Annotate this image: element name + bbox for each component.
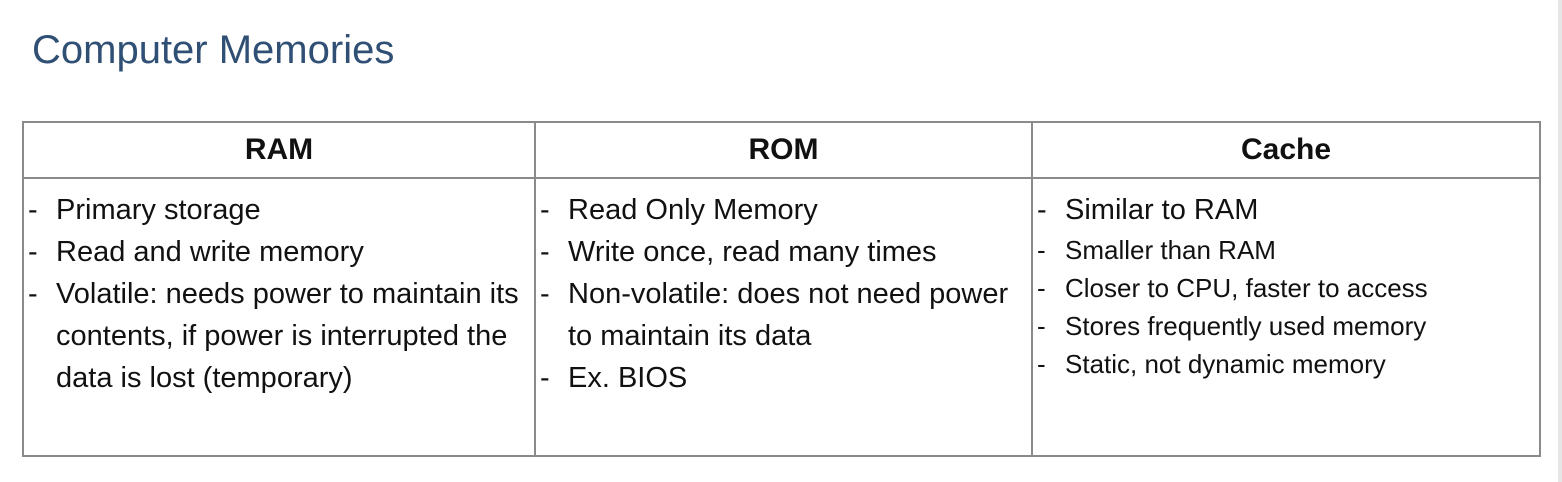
- bullet-dash: -: [1037, 349, 1046, 379]
- point-text: Primary storage: [56, 194, 261, 226]
- bullet-dash: -: [28, 236, 38, 268]
- column-header-ram: RAM: [22, 121, 536, 179]
- point-text: Write once, read many times: [568, 236, 937, 268]
- page-edge: [1558, 0, 1562, 482]
- list-item: -Similar to RAM: [1037, 189, 1535, 231]
- list-item: -Primary storage: [28, 189, 530, 231]
- rom-cell: -Read Only Memory -Write once, read many…: [534, 177, 1033, 457]
- point-text: Static, not dynamic memory: [1065, 349, 1386, 379]
- point-text: Read Only Memory: [568, 194, 818, 226]
- point-text: Read and write memory: [56, 236, 364, 268]
- bullet-dash: -: [28, 194, 38, 226]
- cache-cell: -Similar to RAM -Smaller than RAM -Close…: [1031, 177, 1541, 457]
- bullet-dash: -: [540, 194, 550, 226]
- list-item: -Non-volatile: does not need power to ma…: [540, 273, 1027, 357]
- list-item: -Volatile: needs power to maintain its c…: [28, 273, 530, 399]
- point-text: Stores frequently used memory: [1065, 311, 1427, 341]
- bullet-dash: -: [1037, 194, 1047, 226]
- bullet-dash: -: [1037, 273, 1046, 303]
- list-item: -Read Only Memory: [540, 189, 1027, 231]
- column-header-rom: ROM: [534, 121, 1033, 179]
- list-item: -Closer to CPU, faster to access: [1037, 269, 1535, 307]
- bullet-dash: -: [540, 278, 550, 310]
- table-header-row: RAM ROM Cache: [22, 121, 1541, 179]
- point-text: Non-volatile: does not need power to mai…: [568, 278, 1009, 352]
- bullet-dash: -: [1037, 235, 1046, 265]
- point-text: Volatile: needs power to maintain its co…: [56, 278, 519, 394]
- list-item: -Read and write memory: [28, 231, 530, 273]
- cache-points: -Similar to RAM: [1037, 189, 1535, 231]
- list-item: -Smaller than RAM: [1037, 231, 1535, 269]
- bullet-dash: -: [1037, 311, 1046, 341]
- cache-points-small: -Smaller than RAM -Closer to CPU, faster…: [1037, 231, 1535, 383]
- column-header-cache: Cache: [1031, 121, 1541, 179]
- ram-points: -Primary storage -Read and write memory …: [28, 189, 530, 399]
- point-text: Smaller than RAM: [1065, 235, 1276, 265]
- table-row: -Primary storage -Read and write memory …: [22, 177, 1541, 457]
- memory-comparison-table: RAM ROM Cache -Primary storage -Read and…: [22, 121, 1541, 457]
- list-item: -Write once, read many times: [540, 231, 1027, 273]
- list-item: -Stores frequently used memory: [1037, 307, 1535, 345]
- list-item: -Ex. BIOS: [540, 357, 1027, 399]
- rom-points: -Read Only Memory -Write once, read many…: [540, 189, 1027, 399]
- point-text: Ex. BIOS: [568, 362, 688, 394]
- list-item: -Static, not dynamic memory: [1037, 345, 1535, 383]
- point-text: Similar to RAM: [1065, 194, 1259, 226]
- page-title: Computer Memories: [32, 28, 395, 72]
- bullet-dash: -: [540, 362, 550, 394]
- bullet-dash: -: [540, 236, 550, 268]
- point-text: Closer to CPU, faster to access: [1065, 273, 1428, 303]
- ram-cell: -Primary storage -Read and write memory …: [22, 177, 536, 457]
- bullet-dash: -: [28, 278, 38, 310]
